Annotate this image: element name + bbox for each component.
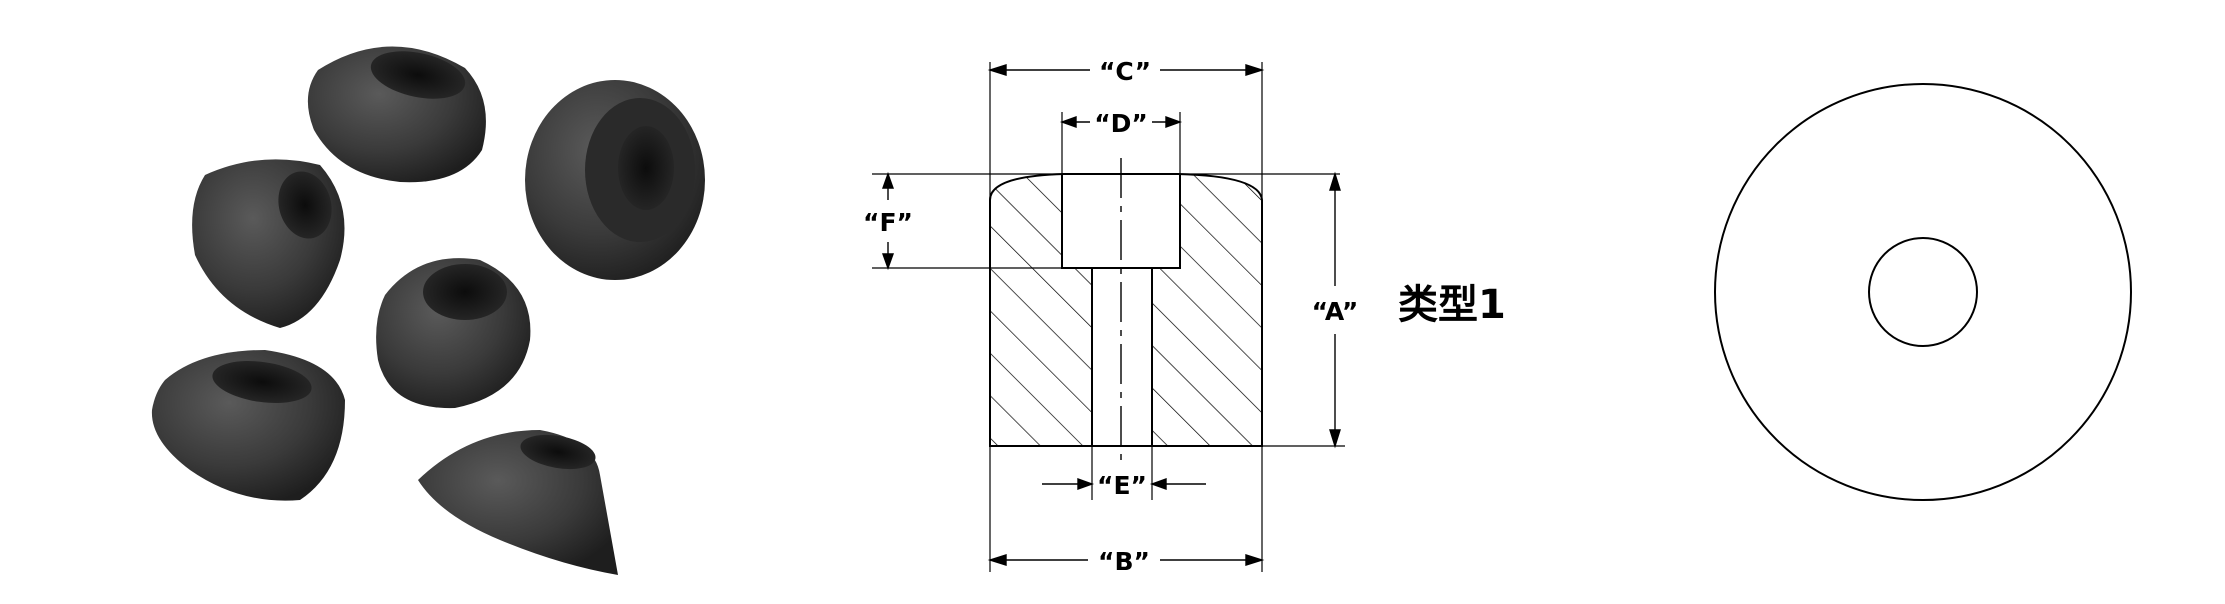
- section-view: [872, 62, 1345, 572]
- dimension-label-a: “A”: [1312, 297, 1359, 326]
- bumper-image: [192, 159, 345, 328]
- product-photo: [151, 46, 705, 575]
- through-hole-outline: [1091, 268, 1153, 446]
- outer-diameter-circle: [1714, 83, 2132, 501]
- dimension-label-f: “F”: [863, 208, 913, 237]
- top-view: [1714, 83, 2132, 501]
- dimension-lines: [882, 64, 1341, 566]
- dimension-label-e: “E”: [1097, 471, 1147, 500]
- bumper-image: [525, 80, 705, 280]
- bumper-image: [151, 350, 345, 501]
- dimension-label-c: “C”: [1099, 57, 1151, 86]
- dimension-label-b: “B”: [1098, 547, 1150, 576]
- inner-hole-circle: [1868, 237, 1978, 347]
- bumper-image: [376, 258, 531, 409]
- bumper-image: [307, 46, 486, 183]
- type-label: 类型1: [1398, 282, 1506, 328]
- dimension-label-d: “D”: [1094, 109, 1148, 138]
- section-hatch: [990, 174, 1262, 446]
- bumper-image: [418, 430, 618, 575]
